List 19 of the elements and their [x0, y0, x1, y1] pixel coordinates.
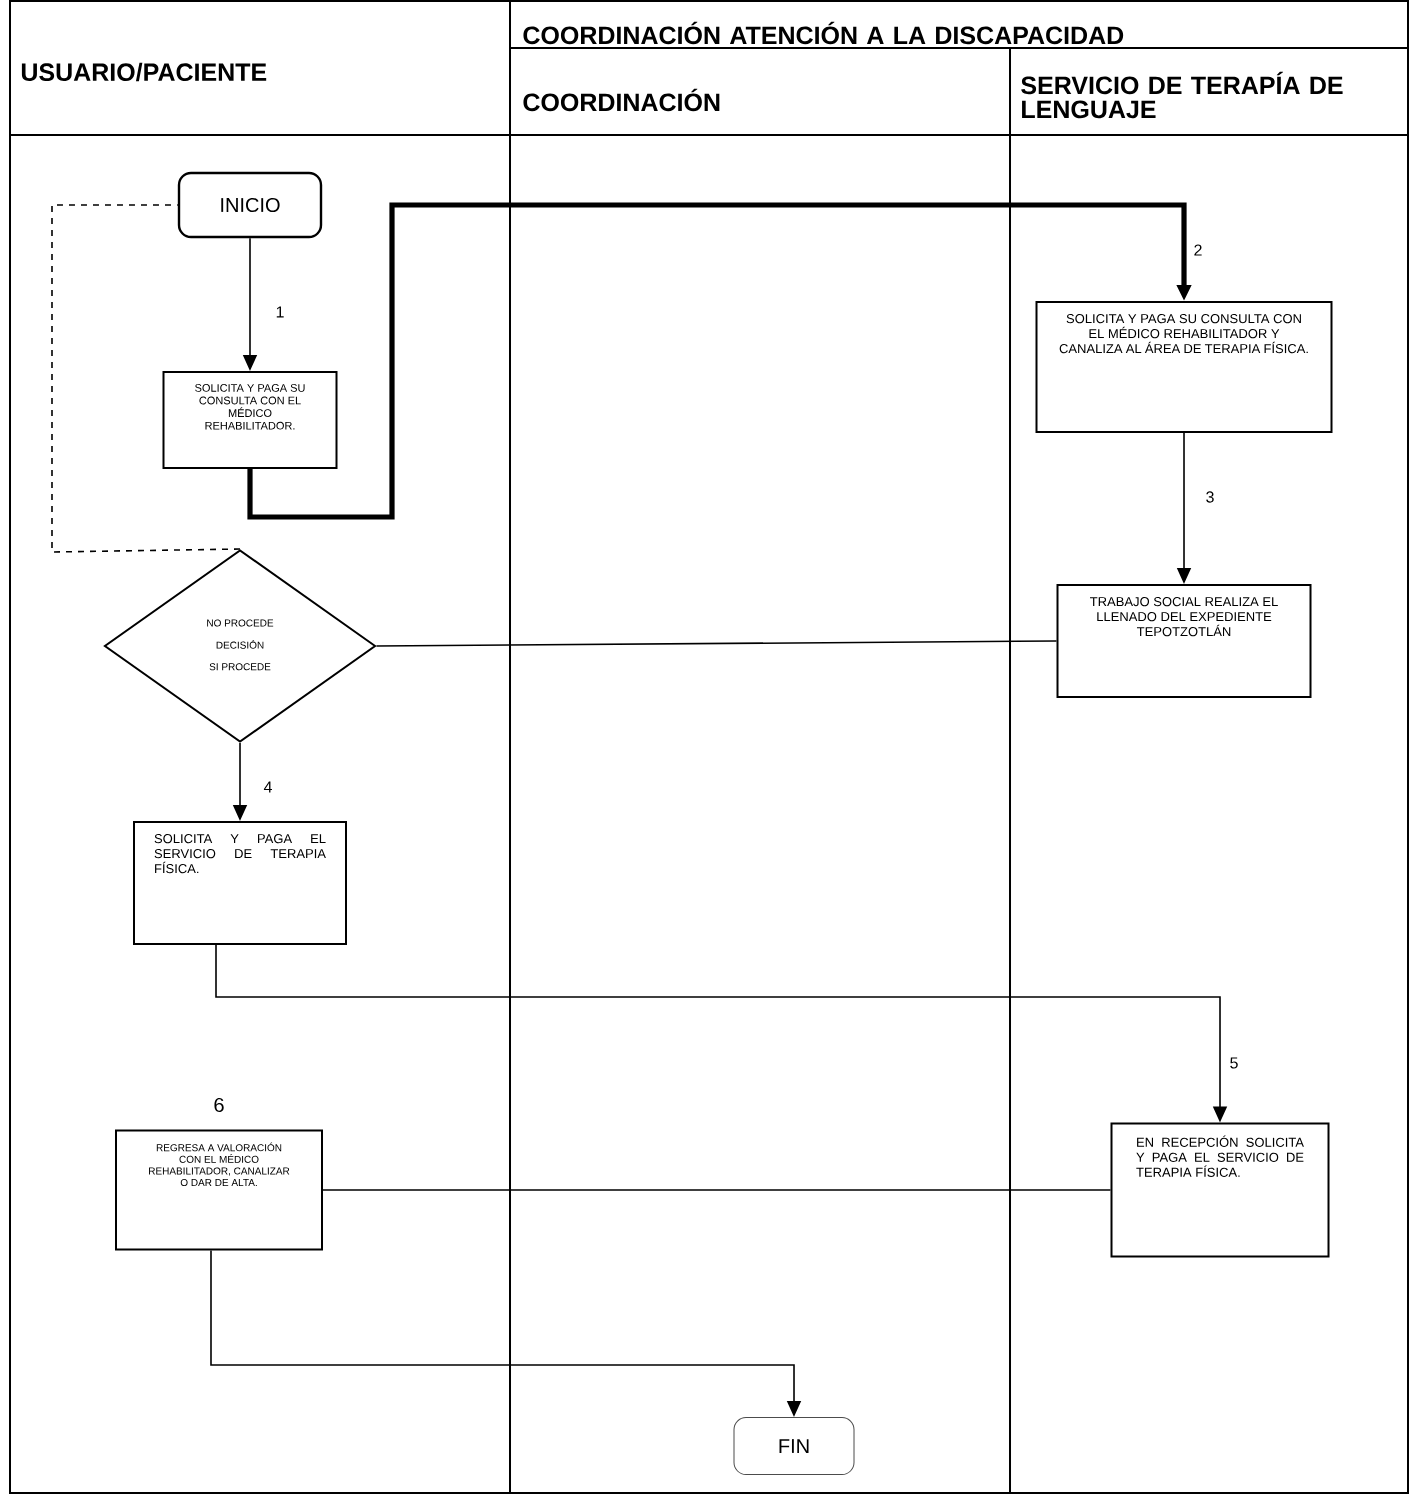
arrow — [247, 202, 1192, 520]
step-number: 4 — [263, 781, 272, 793]
process-box: REGRESA A VALORACIÓN CON EL MÉDICO REHABILITADOR, CANALIZAR O DAR DE ALTA. — [115, 1129, 323, 1251]
lane-header: COORDINACIÓN ATENCIÓN A LA DISCAPACIDAD — [523, 21, 1124, 45]
step-number: 3 — [1206, 491, 1214, 503]
terminal-box: FIN — [733, 1417, 855, 1475]
lane-header: COORDINACIÓN — [523, 88, 720, 112]
process-box: SOLICITA Y PAGA SU CONSULTA CON EL MÉDICO REHABILITADOR. — [162, 371, 338, 469]
process-box: TRABAJO SOCIAL REALIZA EL LLENADO DEL EXPEDIENTE TEPOTZOTLÁN — [1056, 584, 1312, 698]
process-box: EN RECEPCIÓN SOLICITA Y PAGA EL SERVICIO DE TERAPIA FÍSICA. — [1110, 1122, 1330, 1258]
step-number: 1 — [276, 306, 284, 318]
lane-header: SERVICIO DE TERAPÍA DE LENGUAJE — [1021, 71, 1343, 119]
step-number: 6 — [214, 1097, 224, 1113]
process-box: SOLICITA Y PAGA SU CONSULTA CON EL MÉDICO REHABILITADOR Y CANALIZA AL ÁREA DE TERAPIA FÍSICA. — [1035, 301, 1333, 433]
terminal-box: INICIO — [177, 171, 323, 239]
process-box: SOLICITA Y PAGA EL SERVICIO DE TERAPIA FÍSICA. — [133, 821, 347, 945]
step-number: 2 — [1194, 244, 1202, 256]
lane-header: USUARIO/PACIENTE — [21, 62, 267, 82]
step-number: 5 — [1230, 1057, 1238, 1069]
